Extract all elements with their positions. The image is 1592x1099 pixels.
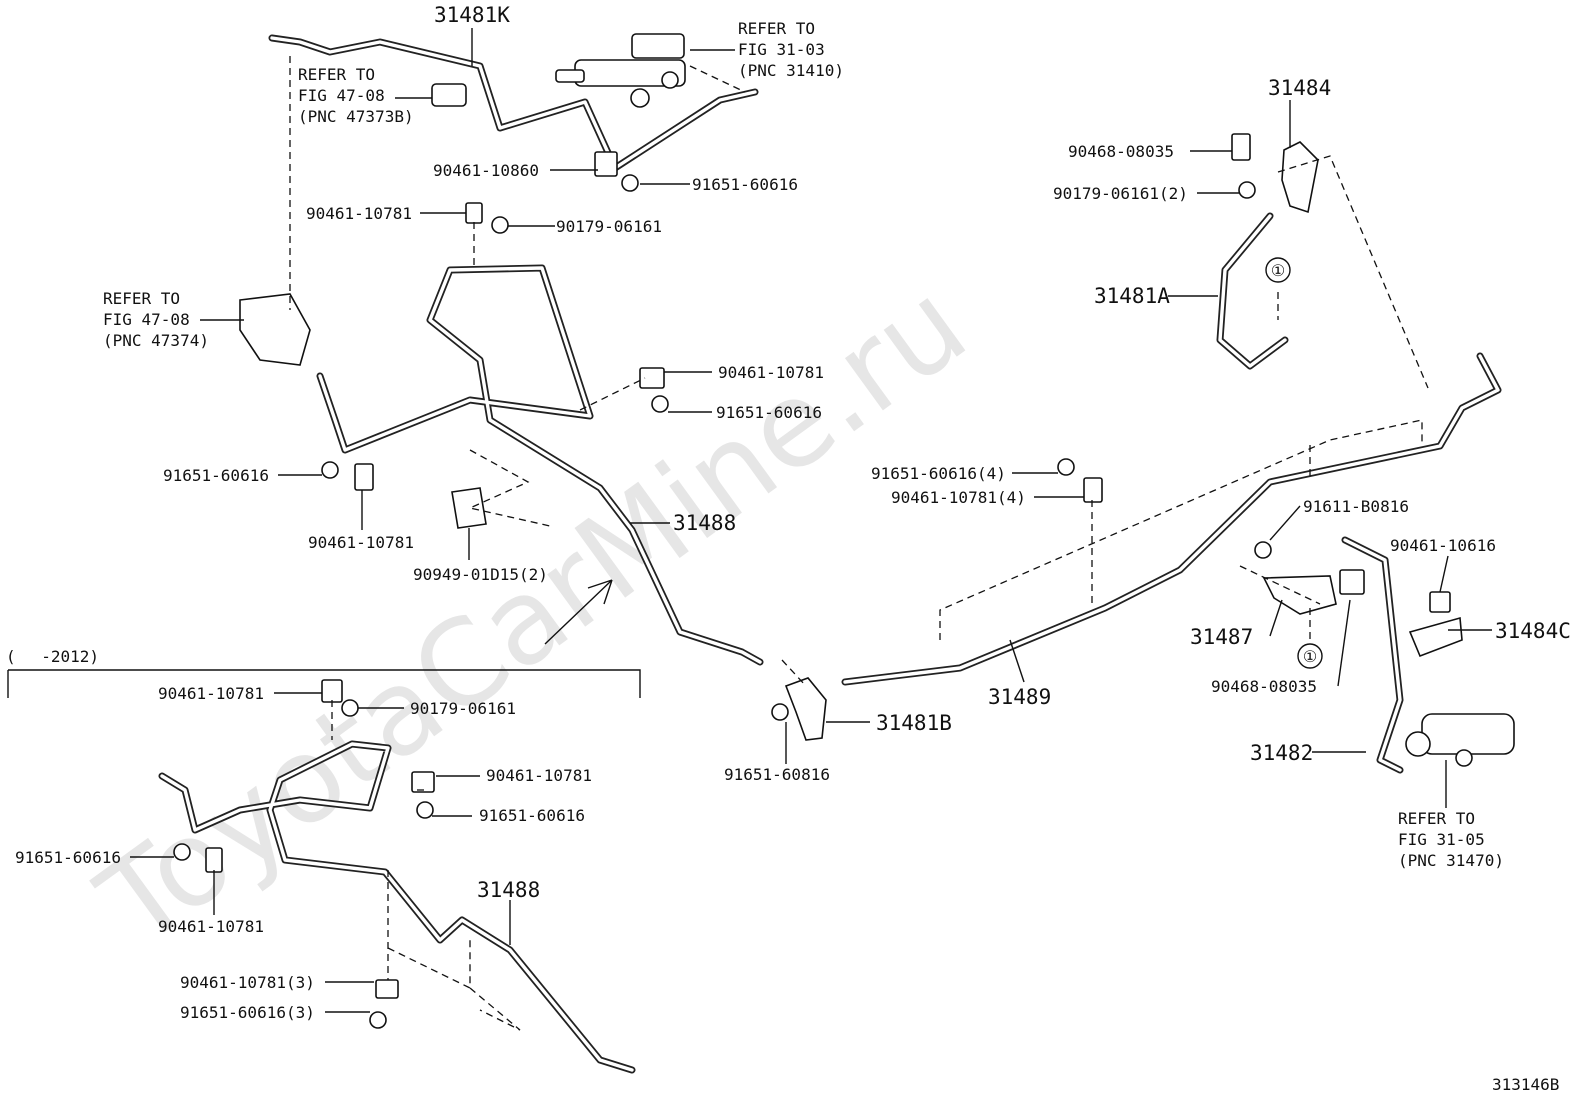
fastener-label[interactable]: 91651-60616 [15,848,121,867]
reference-line: (PNC 47374) [103,331,209,350]
bolt-icon [173,174,1272,1029]
master-cylinder-icon [555,33,686,108]
leader-lines [7,28,1492,1013]
bracket-47374-icon [239,293,311,366]
fastener-label[interactable]: 90461-10616 [1390,536,1496,555]
part-number-31481A[interactable]: 31481A [1094,284,1170,308]
dashed-guides [289,56,1429,1031]
reference-line: (PNC 31470) [1398,851,1504,870]
fastener-label[interactable]: 90461-10781 [158,917,264,936]
part-number-31481K[interactable]: 31481K [434,3,510,27]
reference-line: REFER TO [738,19,815,38]
fastener-label[interactable]: 91651-60616 [716,403,822,422]
fastener-label[interactable]: 90461-10781 [718,363,824,382]
reference-fig-47-08-a[interactable]: REFER TO FIG 47-08 (PNC 47373B) [298,65,414,126]
pipe-31489 [841,352,1502,686]
diagram-id: 313146B [1492,1075,1559,1094]
fastener-label[interactable]: 90461-10781 [308,533,414,552]
reference-fig-47-08-b[interactable]: REFER TO FIG 47-08 (PNC 47374) [103,289,209,350]
pipe-31488-bottom [158,740,636,1074]
fastener-label[interactable]: 90468-08035 [1211,677,1317,696]
pipe-31488-top [316,264,764,666]
callout-circle [1265,257,1291,283]
hose-31481A [1216,212,1289,370]
bracket-31484-icon [1231,133,1319,214]
section-range-label: ( -2012) [6,647,99,666]
fastener-label[interactable]: 90461-10781 [486,766,592,785]
part-number-31487[interactable]: 31487 [1190,625,1253,649]
callout-circle [1297,643,1323,669]
fastener-label[interactable]: 90468-08035 [1068,142,1174,161]
part-number-31481B[interactable]: 31481B [876,711,952,735]
part-number-31489[interactable]: 31489 [988,685,1051,709]
fastener-label[interactable]: 91651-60616 [163,466,269,485]
bracket-31481B-icon [784,677,827,741]
callout-symbol: ① [1271,261,1285,280]
reference-line: REFER TO [1398,809,1475,828]
part-number-31482[interactable]: 31482 [1250,741,1313,765]
reference-fig-31-05[interactable]: REFER TO FIG 31-05 (PNC 31470) [1398,809,1504,870]
reference-line: (PNC 47373B) [298,107,414,126]
reference-line: (PNC 31410) [738,61,844,80]
fastener-label[interactable]: 90179-06161 [556,217,662,236]
part-number-31488-bottom[interactable]: 31488 [477,878,540,902]
fastener-label[interactable]: 90461-10781 [306,204,412,223]
callout-symbol: ① [1303,647,1317,666]
pipe-31482 [1341,536,1404,774]
cushion-clip-icon [451,487,487,529]
reference-line: FIG 47-08 [103,310,190,329]
fastener-label[interactable]: 90179-06161 [410,699,516,718]
reference-line: FIG 47-08 [298,86,385,105]
release-cylinder-icon [1405,713,1515,767]
fastener-label[interactable]: 90461-10781(4) [891,488,1026,507]
fastener-label[interactable]: 90461-10781(3) [180,973,315,992]
reference-line: REFER TO [103,289,180,308]
fastener-label[interactable]: 91651-60616(4) [871,464,1006,483]
fastener-label[interactable]: 90179-06161(2) [1053,184,1188,203]
grommet-icon [431,83,467,107]
fastener-label[interactable]: 90949-01D15(2) [413,565,548,584]
reference-line: FIG 31-05 [1398,830,1485,849]
fastener-label[interactable]: 91651-60616 [692,175,798,194]
fastener-label[interactable]: 91651-60616(3) [180,1003,315,1022]
reference-fig-31-03[interactable]: REFER TO FIG 31-03 (PNC 31410) [738,19,844,80]
part-number-31484[interactable]: 31484 [1268,76,1331,100]
bracket-31484C-icon [1408,616,1463,658]
clamp-icon [205,151,1451,999]
reference-line: FIG 31-03 [738,40,825,59]
fastener-label[interactable]: 91611-B0816 [1303,497,1409,516]
part-number-31488-top[interactable]: 31488 [673,511,736,535]
reference-line: REFER TO [298,65,375,84]
fastener-label[interactable]: 91651-60616 [479,806,585,825]
pipe-31481K [268,34,759,172]
fastener-label[interactable]: 90461-10860 [433,161,539,180]
part-number-31484C[interactable]: 31484C [1495,619,1571,643]
fastener-label[interactable]: 90461-10781 [158,684,264,703]
fastener-label[interactable]: 91651-60816 [724,765,830,784]
